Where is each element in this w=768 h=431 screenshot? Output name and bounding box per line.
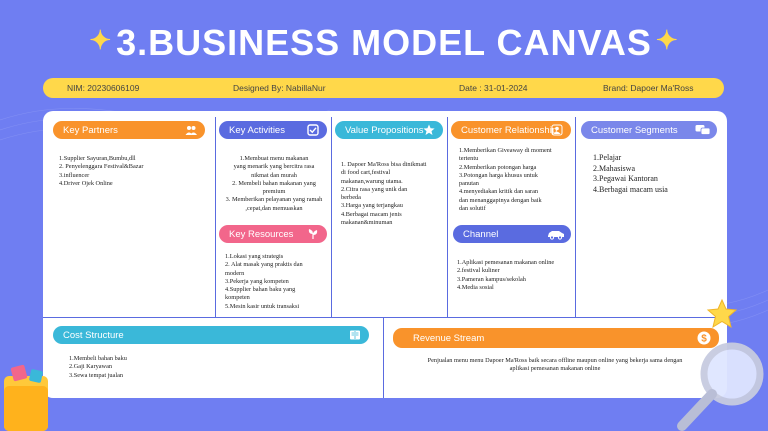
key-partners-text: 1.Supplier Sayuran,Bumbu,dll 2. Penyelen… [59, 155, 144, 187]
customer-segments-text: 1.Pelajar 2.Mahasiswa 3.Pegawai Kantoran… [593, 153, 668, 194]
revenue-stream-header: Revenue Stream $ [393, 328, 719, 348]
key-activities-text: 1.Membuat menu makanan yang menarik yang… [225, 155, 323, 212]
divider [575, 117, 576, 317]
checkbox-icon [307, 124, 319, 136]
folder-decoration-icon [4, 364, 48, 431]
cost-structure-header: Cost Structure [53, 326, 369, 344]
car-icon [548, 231, 564, 240]
revenue-stream-title: Revenue Stream [413, 332, 485, 344]
value-propositions-text: 1. Dapoer Ma'Ross bisa dinikmati di food… [341, 161, 427, 227]
key-activities-header: Key Activities [219, 121, 327, 139]
info-bar: NIM: 20230606109 Designed By: NabillaNur… [43, 78, 724, 98]
divider [43, 317, 727, 318]
value-propositions-header: Value Propositions [335, 121, 443, 139]
customer-segments-title: Customer Segments [591, 124, 678, 136]
key-partners-header: Key Partners [53, 121, 205, 139]
plant-icon [308, 229, 318, 239]
divider [447, 117, 448, 317]
key-resources-header: Key Resources [219, 225, 327, 243]
people-icon [185, 126, 197, 135]
canvas-board: Key Partners 1.Supplier Sayuran,Bumbu,dl… [43, 111, 727, 398]
book-icon [350, 330, 360, 340]
person-icon [551, 124, 563, 136]
star-icon [423, 124, 435, 135]
customer-relationship-title: Customer Relationship [461, 124, 558, 136]
brand-label: Brand: Dapoer Ma'Ross [603, 83, 694, 93]
customer-relationship-header: Customer Relationship [451, 121, 571, 139]
channel-header: Channel [453, 225, 571, 243]
divider [215, 117, 216, 317]
chat-icon [695, 125, 711, 135]
customer-segments-header: Customer Segments [581, 121, 717, 139]
key-resources-text: 1.Lokasi yang strategis 2. Alat masak ya… [225, 253, 303, 310]
sparkle-icon: ✦ [89, 25, 113, 55]
key-partners-title: Key Partners [63, 124, 118, 136]
key-resources-title: Key Resources [229, 228, 294, 240]
date-label: Date : 31-01-2024 [459, 83, 528, 93]
star-decoration-icon [706, 298, 738, 329]
nim-label: NIM: 20230606109 [67, 83, 140, 93]
cost-structure-title: Cost Structure [63, 329, 124, 341]
title-text: 3.BUSINESS MODEL CANVAS [116, 22, 652, 63]
divider [383, 318, 384, 398]
key-activities-title: Key Activities [229, 124, 285, 136]
divider [331, 117, 332, 317]
customer-relationship-text: 1.Memberikan Giveaway di moment tertentu… [459, 147, 552, 213]
dollar-icon: $ [697, 331, 711, 345]
svg-text:$: $ [701, 334, 707, 345]
page-title: ✦3.BUSINESS MODEL CANVAS✦ [0, 22, 768, 64]
channel-text: 1.Aplikasi pemesanan makanan online 2.fe… [457, 259, 555, 291]
channel-title: Channel [463, 228, 499, 240]
sparkle-icon: ✦ [655, 25, 679, 55]
designer-label: Designed By: NabillaNur [233, 83, 326, 93]
cost-structure-text: 1.Membeli bahan baku 2.Gaji Karyawan 3.S… [69, 355, 127, 379]
value-propositions-title: Value Propositions [345, 124, 424, 136]
magnifier-decoration-icon [677, 342, 764, 431]
revenue-stream-text: Penjualan menu menu Dapoer Ma'Ross baik … [427, 357, 683, 373]
